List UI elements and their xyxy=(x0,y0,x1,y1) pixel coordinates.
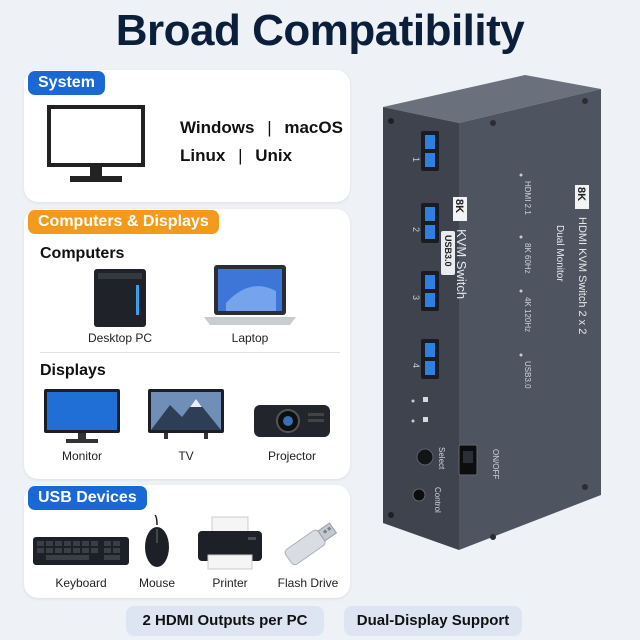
control-label: Control xyxy=(433,487,442,513)
os-unix: Unix xyxy=(255,146,293,165)
usb3-label-box xyxy=(441,231,455,275)
monitor-outline-icon xyxy=(47,105,145,182)
side-8k-text: 8K xyxy=(575,187,587,201)
keyboard-icon xyxy=(33,537,129,565)
tv-icon xyxy=(148,389,224,439)
projector-label: Projector xyxy=(267,449,317,463)
screw-icon xyxy=(490,534,496,540)
os-windows: Windows xyxy=(180,118,255,137)
os-line-1: Windows | macOS xyxy=(180,118,343,137)
usb-port-4 xyxy=(421,339,439,379)
front-8k-text: 8K xyxy=(453,199,465,213)
device-top-face xyxy=(383,75,601,123)
front-title: KVM Switch xyxy=(454,229,469,299)
side-title: HDMI KVM Switch 2 x 2 xyxy=(576,217,588,334)
desktop-pc-label: Desktop PC xyxy=(87,331,153,345)
front-8k-badge xyxy=(453,197,467,221)
spec-hdmi: HDMI 2.1 xyxy=(523,181,532,215)
select-label: Select xyxy=(437,447,446,470)
spec-4k: 4K 120Hz xyxy=(523,297,532,332)
side-subtitle: Dual Monitor xyxy=(554,225,565,282)
section-divider xyxy=(40,352,340,353)
computers-displays-card: Computers & Displays Computers Desktop P… xyxy=(24,209,350,479)
port-number-4: 4 xyxy=(411,363,421,368)
usb-port-3 xyxy=(421,271,439,311)
screw-icon xyxy=(490,120,496,126)
usb3-label: USB3.0 xyxy=(443,235,453,267)
laptop-label: Laptop xyxy=(231,331,269,345)
page-title: Broad Compatibility xyxy=(115,6,525,55)
device-front-face xyxy=(383,107,459,550)
device-side-face xyxy=(459,89,601,550)
usb-devices-label: USB Devices xyxy=(28,486,147,510)
screw-icon xyxy=(582,98,588,104)
control-port xyxy=(412,488,426,502)
computers-displays-label: Computers & Displays xyxy=(28,210,219,234)
printer-icon xyxy=(198,516,262,570)
printer-label: Printer xyxy=(212,576,248,590)
led-indicator xyxy=(423,417,428,422)
screw-icon xyxy=(388,118,394,124)
os-line-2: Linux | Unix xyxy=(180,146,293,165)
spec-8k: 8K 60Hz xyxy=(523,243,532,274)
projector-icon xyxy=(254,405,330,437)
led-indicator xyxy=(423,397,428,402)
usb-devices-card: USB Devices Keyboard Mouse Printer Flash… xyxy=(24,485,350,598)
os-macos: macOS xyxy=(284,118,343,137)
flash-drive-icon xyxy=(284,522,338,566)
system-card: System Windows | macOS Linux | Unix xyxy=(24,70,350,202)
kvm-switch-device: 1 2 3 4 USB3.0 8K KVM Switch Select Cont… xyxy=(383,75,601,550)
spec-usb: USB3.0 xyxy=(523,361,532,389)
tv-label: TV xyxy=(178,449,194,463)
monitor-icon xyxy=(44,389,120,443)
port-number-2: 2 xyxy=(411,227,421,232)
mouse-icon xyxy=(145,515,169,567)
dual-display-badge: Dual-Display Support xyxy=(344,606,522,636)
computers-heading: Computers xyxy=(40,245,125,262)
side-8k-badge xyxy=(575,185,589,209)
os-linux: Linux xyxy=(180,146,226,165)
laptop-icon xyxy=(204,265,296,325)
keyboard-label: Keyboard xyxy=(55,576,107,590)
power-label: ON/OFF xyxy=(491,449,500,479)
system-label: System xyxy=(28,71,105,95)
usb-port-1 xyxy=(421,131,439,171)
monitor-label: Monitor xyxy=(61,449,102,463)
select-button[interactable] xyxy=(416,448,434,466)
displays-heading: Displays xyxy=(40,362,106,379)
port-number-1: 1 xyxy=(411,157,421,162)
hdmi-outputs-badge: 2 HDMI Outputs per PC xyxy=(126,606,324,636)
mouse-label: Mouse xyxy=(138,576,176,590)
flash-drive-label: Flash Drive xyxy=(277,576,339,590)
screw-icon xyxy=(388,512,394,518)
desktop-pc-icon xyxy=(94,269,146,327)
port-number-3: 3 xyxy=(411,295,421,300)
usb-port-2 xyxy=(421,203,439,243)
screw-icon xyxy=(582,484,588,490)
